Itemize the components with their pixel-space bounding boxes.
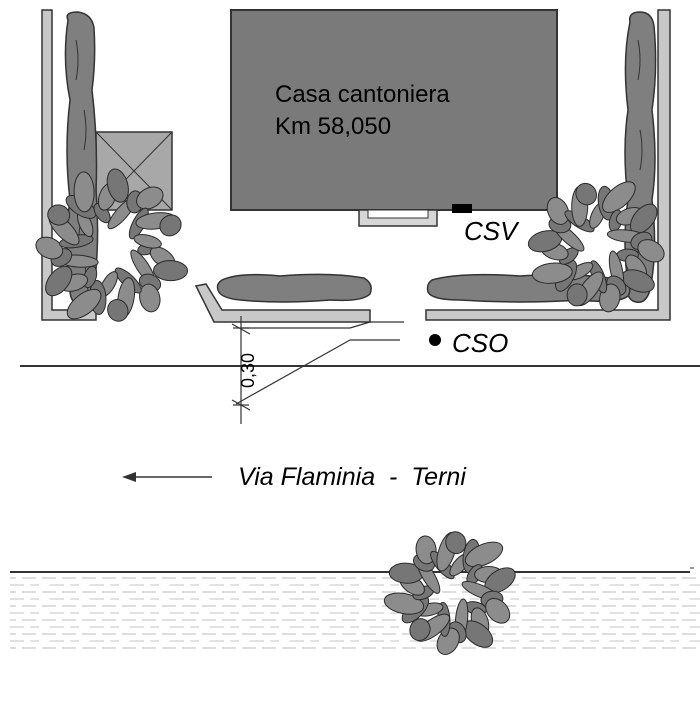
house-body (230, 9, 558, 211)
csv-label: CSV (464, 216, 520, 246)
leaf-icon (136, 186, 164, 210)
leaf-icon (531, 262, 573, 284)
leaf-icon (153, 260, 188, 282)
leaf-icon (602, 181, 636, 213)
leaf-icon (485, 597, 511, 624)
house-km-label: Km 58,050 (275, 113, 391, 140)
leaf-icon (73, 171, 95, 213)
cso-marker-icon (429, 334, 441, 346)
shrub-left (35, 168, 188, 322)
house-building: Casa cantoniera Km 58,050 (230, 9, 558, 227)
leaf-icon (575, 182, 598, 206)
shrub-right (527, 181, 665, 313)
front-wall-left (194, 283, 371, 323)
leaf-icon (566, 283, 588, 307)
dimension-annotation (231, 316, 404, 424)
road-label: Via Flaminia - Terni (238, 463, 467, 491)
leaf-icon (546, 197, 570, 225)
leaf-icon (35, 236, 64, 260)
leaf-icon (47, 204, 71, 226)
dimension-label: 0,30 (238, 353, 258, 388)
leaf-icon (409, 618, 431, 641)
leaf-icon (107, 299, 129, 322)
leaf-icon (133, 234, 162, 249)
hedge-front-left (216, 273, 372, 303)
foliage-layer (35, 168, 665, 655)
shrub-roadside (383, 531, 516, 655)
leaf-icon (139, 283, 161, 313)
house-name-label: Casa cantoniera (275, 81, 450, 108)
road-shoulder (10, 567, 700, 654)
leaf-icon (45, 265, 73, 297)
leaf-icon (445, 531, 467, 555)
left-arrow-icon (122, 472, 212, 482)
leaf-icon (106, 168, 129, 203)
leaf-icon (637, 239, 665, 263)
leaf-icon (66, 288, 102, 320)
csv-marker-icon (452, 204, 472, 213)
house-step (358, 209, 438, 227)
right-wall (425, 9, 671, 321)
leaf-icon (464, 541, 504, 568)
cso-label: CSO (452, 328, 508, 358)
leaf-icon (159, 214, 182, 237)
